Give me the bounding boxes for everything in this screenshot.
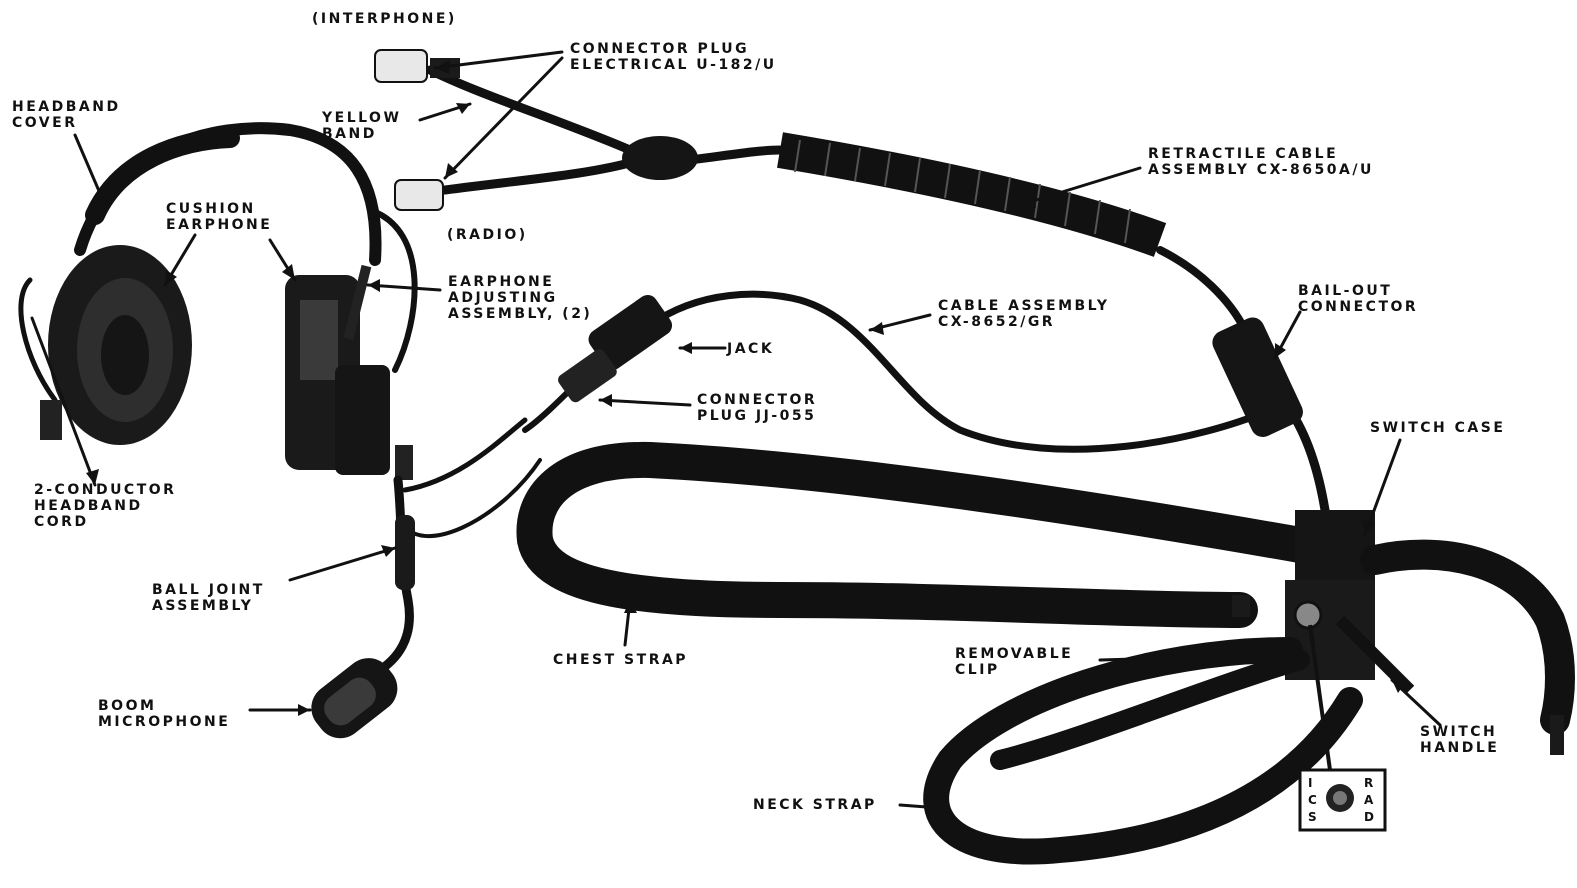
yellow-band-label: YELLOW BAND (322, 110, 401, 142)
headband-cover-label: HEADBAND COVER (12, 99, 121, 131)
boom-microphone-label: BOOM MICROPHONE (98, 698, 230, 730)
switch-letter-i: I (1308, 776, 1312, 790)
headband-cover-line-1: HEADBAND (12, 99, 121, 115)
switch-handle-line-1: SWITCH (1420, 724, 1499, 740)
removable-clip-line-2: CLIP (955, 662, 1073, 678)
removable-clip-label: REMOVABLE CLIP (955, 646, 1073, 678)
neck-strap-label: NECK STRAP (753, 797, 877, 813)
jack-label: JACK (727, 341, 774, 357)
cable-assembly-line-2: CX-8652/GR (938, 314, 1110, 330)
removable-clip-line-1: REMOVABLE (955, 646, 1073, 662)
cable-assembly-label: CABLE ASSEMBLY CX-8652/GR (938, 298, 1110, 330)
switch-case (1295, 510, 1375, 590)
earphone-adjusting-label: EARPHONE ADJUSTING ASSEMBLY, (2) (448, 274, 592, 322)
switch-letter-s: S (1308, 810, 1317, 824)
ball-joint-line-2: ASSEMBLY (152, 598, 265, 614)
cushion-earphone-label: CUSHION EARPHONE (166, 201, 272, 233)
switch-letter-a: A (1364, 793, 1373, 807)
bail-out-connector-label: BAIL-OUT CONNECTOR (1298, 283, 1418, 315)
retractile-cable-line-2: ASSEMBLY CX-8650A/U (1148, 162, 1374, 178)
ball-joint (395, 515, 415, 590)
connector-plug-jj-label: CONNECTOR PLUG JJ-055 (697, 392, 817, 424)
bail-out-connector (1208, 314, 1306, 441)
connector-plug-electrical-line-1: CONNECTOR PLUG (570, 41, 777, 57)
connector-plug-jj-line-1: CONNECTOR (697, 392, 817, 408)
switch-letter-d: D (1364, 810, 1374, 824)
interphone-plug (375, 50, 427, 82)
bail-out-connector-line-2: CONNECTOR (1298, 299, 1418, 315)
bail-out-connector-line-1: BAIL-OUT (1298, 283, 1418, 299)
boom-microphone-line-2: MICROPHONE (98, 714, 230, 730)
switch-case-label: SWITCH CASE (1370, 420, 1505, 436)
headband-cord-line-1: 2-CONDUCTOR (34, 482, 176, 498)
headband-cord-label: 2-CONDUCTOR HEADBAND CORD (34, 482, 176, 530)
radio-plug (395, 180, 443, 210)
ball-joint-line-1: BALL JOINT (152, 582, 265, 598)
cable-assembly-line-1: CABLE ASSEMBLY (938, 298, 1110, 314)
yellow-band-line-2: BAND (322, 126, 401, 142)
headband-cord-line-3: CORD (34, 514, 176, 530)
boom-microphone-line-1: BOOM (98, 698, 230, 714)
earphone-adjusting-line-3: ASSEMBLY, (2) (448, 306, 592, 322)
earphone-adjusting-line-1: EARPHONE (448, 274, 592, 290)
chest-strap (534, 460, 1300, 610)
retractile-cable-label: RETRACTILE CABLE ASSEMBLY CX-8650A/U (1148, 146, 1374, 178)
switch-handle-label: SWITCH HANDLE (1420, 724, 1499, 756)
cushion-earphone-line-1: CUSHION (166, 201, 272, 217)
switch-letter-r: R (1364, 776, 1373, 790)
retractile-cable (780, 140, 1160, 243)
interphone-label: (INTERPHONE) (312, 11, 457, 27)
radio-label: (RADIO) (447, 227, 528, 243)
earphone-adjusting-line-2: ADJUSTING (448, 290, 592, 306)
switch-letter-c: C (1308, 793, 1317, 807)
switch-handle-line-2: HANDLE (1420, 740, 1499, 756)
connector-plug-electrical-line-2: ELECTRICAL U-182/U (570, 57, 777, 73)
headband-cover-line-2: COVER (12, 115, 121, 131)
headband-cord-line-2: HEADBAND (34, 498, 176, 514)
cushion-earphone-line-2: EARPHONE (166, 217, 272, 233)
yellow-band-line-1: YELLOW (322, 110, 401, 126)
chest-strap-label: CHEST STRAP (553, 652, 688, 668)
connector-plug-electrical-label: CONNECTOR PLUG ELECTRICAL U-182/U (570, 41, 777, 73)
connector-plug-jj-line-2: PLUG JJ-055 (697, 408, 817, 424)
ball-joint-label: BALL JOINT ASSEMBLY (152, 582, 265, 614)
y-junction (622, 136, 698, 180)
retractile-cable-line-1: RETRACTILE CABLE (1148, 146, 1374, 162)
